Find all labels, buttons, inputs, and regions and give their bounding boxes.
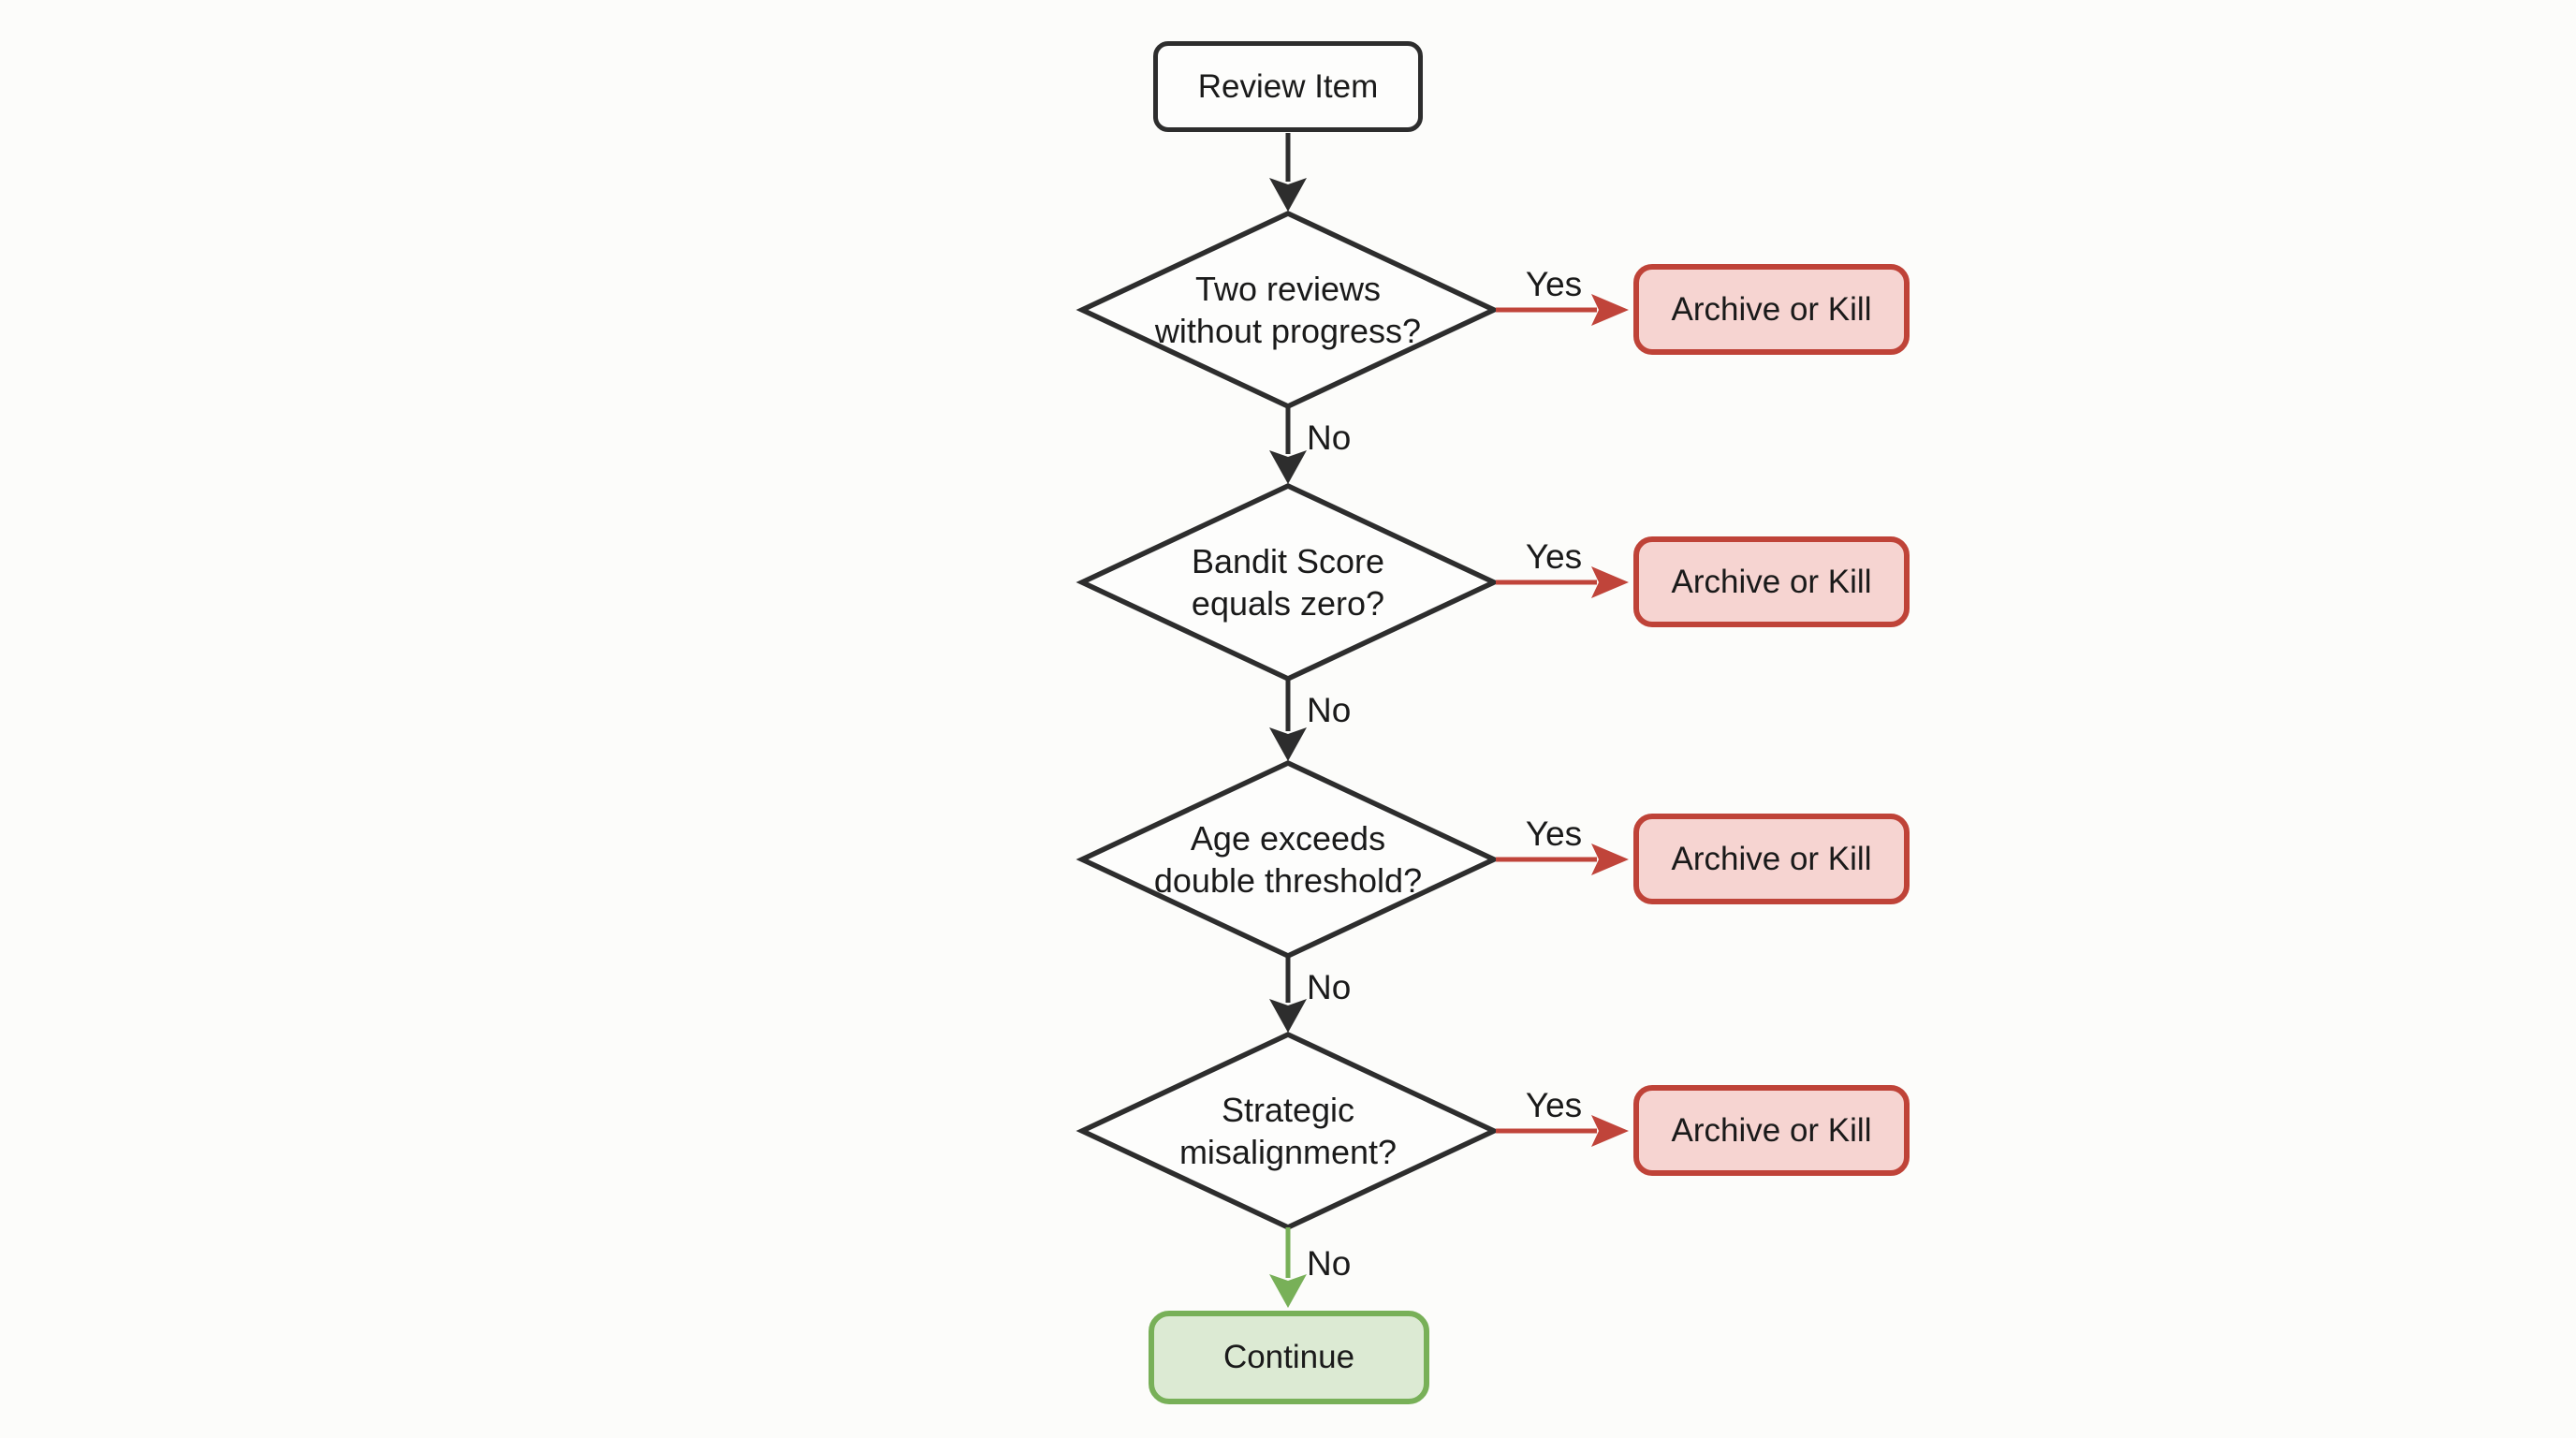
end-node-label: Continue <box>1222 1339 1355 1375</box>
start-node-label: Review Item <box>1197 67 1379 105</box>
no-label-4: No <box>1307 1244 1352 1283</box>
decision-4-question: Strategic misalignment? <box>1120 1089 1456 1173</box>
start-node-review-item: Review Item <box>1153 41 1423 132</box>
arrowhead-d3-to-d4-icon <box>1269 999 1307 1033</box>
decision-1-question: Two reviews without progress? <box>1120 268 1456 352</box>
yes-label-2: Yes <box>1525 537 1583 576</box>
outcome-node-archive-or-kill-4: Archive or Kill <box>1633 1085 1910 1176</box>
yes-arrow-lines <box>1496 307 1597 1134</box>
end-node-continue: Continue <box>1149 1311 1429 1404</box>
outcome-node-archive-or-kill-3: Archive or Kill <box>1633 814 1910 904</box>
outcome-label-4: Archive or Kill <box>1671 1111 1872 1149</box>
yes-arrowhead-3-icon <box>1591 844 1629 875</box>
decision-3-line-1: Age exceeds <box>1190 819 1386 858</box>
decision-diamonds <box>1076 210 1500 1231</box>
outcome-label-3: Archive or Kill <box>1671 840 1872 877</box>
yes-arrowheads <box>1591 294 1629 1147</box>
arrowhead-start-to-d1-icon <box>1269 178 1307 212</box>
yes-label-3: Yes <box>1525 814 1583 853</box>
yes-label-4: Yes <box>1525 1086 1583 1124</box>
outcome-label-2: Archive or Kill <box>1671 563 1872 600</box>
decision-diamond-1 <box>1076 210 1500 410</box>
arrowhead-d2-to-d3-icon <box>1269 727 1307 761</box>
decision-diamond-2 <box>1076 482 1500 682</box>
decision-1-line-1: Two reviews <box>1194 270 1382 308</box>
outcome-node-archive-or-kill-1: Archive or Kill <box>1633 264 1910 355</box>
arrowhead-d1-to-d2-icon <box>1269 450 1307 484</box>
final-no-arrowhead-icon <box>1269 1274 1307 1308</box>
decision-4-line-2: misalignment? <box>1178 1133 1398 1171</box>
no-label-3: No <box>1307 968 1352 1006</box>
yes-arrowhead-2-icon <box>1591 566 1629 598</box>
decision-diamond-4 <box>1076 1031 1500 1231</box>
decision-diamond-3 <box>1076 759 1500 960</box>
final-no-arrow <box>1269 1227 1307 1308</box>
decision-2-line-2: equals zero? <box>1191 584 1385 623</box>
yes-arrowhead-4-icon <box>1591 1115 1629 1147</box>
yes-label-1: Yes <box>1525 265 1583 303</box>
outcome-node-archive-or-kill-2: Archive or Kill <box>1633 536 1910 627</box>
no-label-2: No <box>1307 691 1352 729</box>
decision-3-line-2: double threshold? <box>1153 861 1423 900</box>
outcome-label-1: Archive or Kill <box>1671 290 1872 328</box>
decision-2-question: Bandit Score equals zero? <box>1120 540 1456 624</box>
no-label-1: No <box>1307 418 1352 457</box>
down-arrowheads <box>1269 178 1307 1033</box>
decision-1-line-2: without progress? <box>1154 312 1422 350</box>
decision-3-question: Age exceeds double threshold? <box>1120 817 1456 902</box>
decision-2-line-1: Bandit Score <box>1191 542 1385 580</box>
decision-4-line-1: Strategic <box>1221 1091 1355 1129</box>
yes-arrowhead-1-icon <box>1591 294 1629 326</box>
